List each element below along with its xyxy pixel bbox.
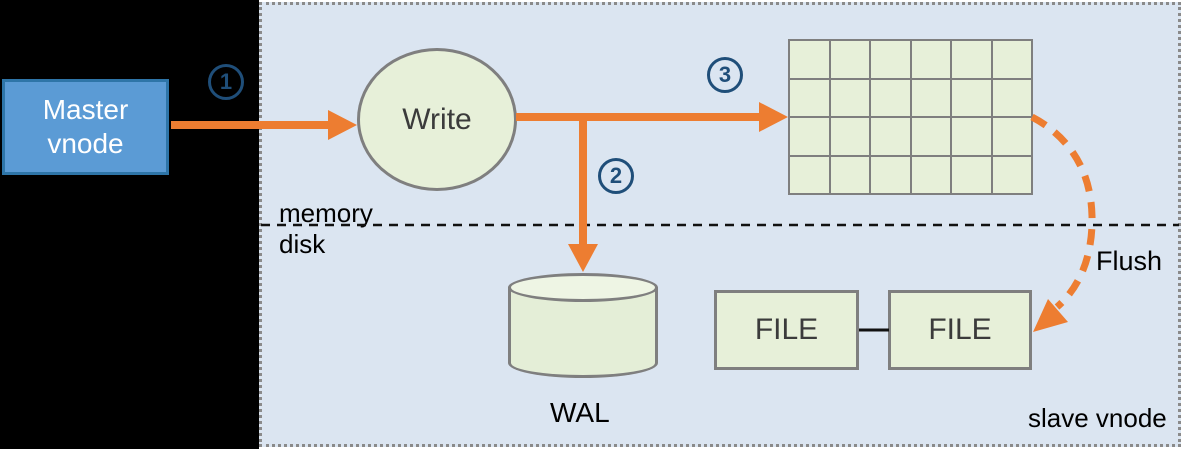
mem-table-cell bbox=[992, 41, 1031, 78]
mem-table-cell bbox=[871, 118, 910, 155]
mem-table-cell bbox=[871, 41, 910, 78]
step-2-badge: 2 bbox=[598, 158, 634, 194]
mem-table-cell bbox=[830, 79, 869, 116]
mem-table-cell bbox=[911, 118, 950, 155]
mem-table-cell bbox=[830, 41, 869, 78]
mem-table-cell bbox=[871, 156, 910, 193]
step-1-badge: 1 bbox=[208, 64, 244, 100]
slave-vnode-label: slave vnode bbox=[1028, 403, 1167, 433]
wal-cylinder-top bbox=[508, 273, 658, 302]
wal-label: WAL bbox=[550, 397, 610, 428]
mem-table-cell bbox=[952, 118, 991, 155]
mem-table-cell bbox=[790, 41, 829, 78]
master-vnode-box: Master vnode bbox=[2, 79, 169, 175]
mem-table-cell bbox=[992, 156, 1031, 193]
mem-table bbox=[788, 39, 1033, 195]
flush-label: Flush bbox=[1096, 246, 1163, 276]
file-box-1: FILE bbox=[714, 290, 859, 370]
mem-table-cell bbox=[911, 41, 950, 78]
step-3-badge: 3 bbox=[707, 57, 743, 93]
mem-table-cell bbox=[790, 156, 829, 193]
mem-table-cell bbox=[871, 79, 910, 116]
mem-table-cell bbox=[952, 79, 991, 116]
mem-table-cell bbox=[952, 156, 991, 193]
mem-table-cell bbox=[830, 156, 869, 193]
mem-table-cell bbox=[911, 79, 950, 116]
mem-table-cell bbox=[992, 118, 1031, 155]
wal-cylinder-body bbox=[508, 287, 658, 378]
mem-table-cell bbox=[790, 118, 829, 155]
file-box-2: FILE bbox=[888, 290, 1032, 370]
memory-label: memory bbox=[279, 198, 373, 228]
mem-table-cell bbox=[911, 156, 950, 193]
mem-table-cell bbox=[790, 79, 829, 116]
write-node: Write bbox=[357, 48, 517, 191]
mem-table-cell bbox=[992, 79, 1031, 116]
disk-label: disk bbox=[279, 229, 326, 259]
mem-table-cell bbox=[830, 118, 869, 155]
mem-table-cell bbox=[952, 41, 991, 78]
